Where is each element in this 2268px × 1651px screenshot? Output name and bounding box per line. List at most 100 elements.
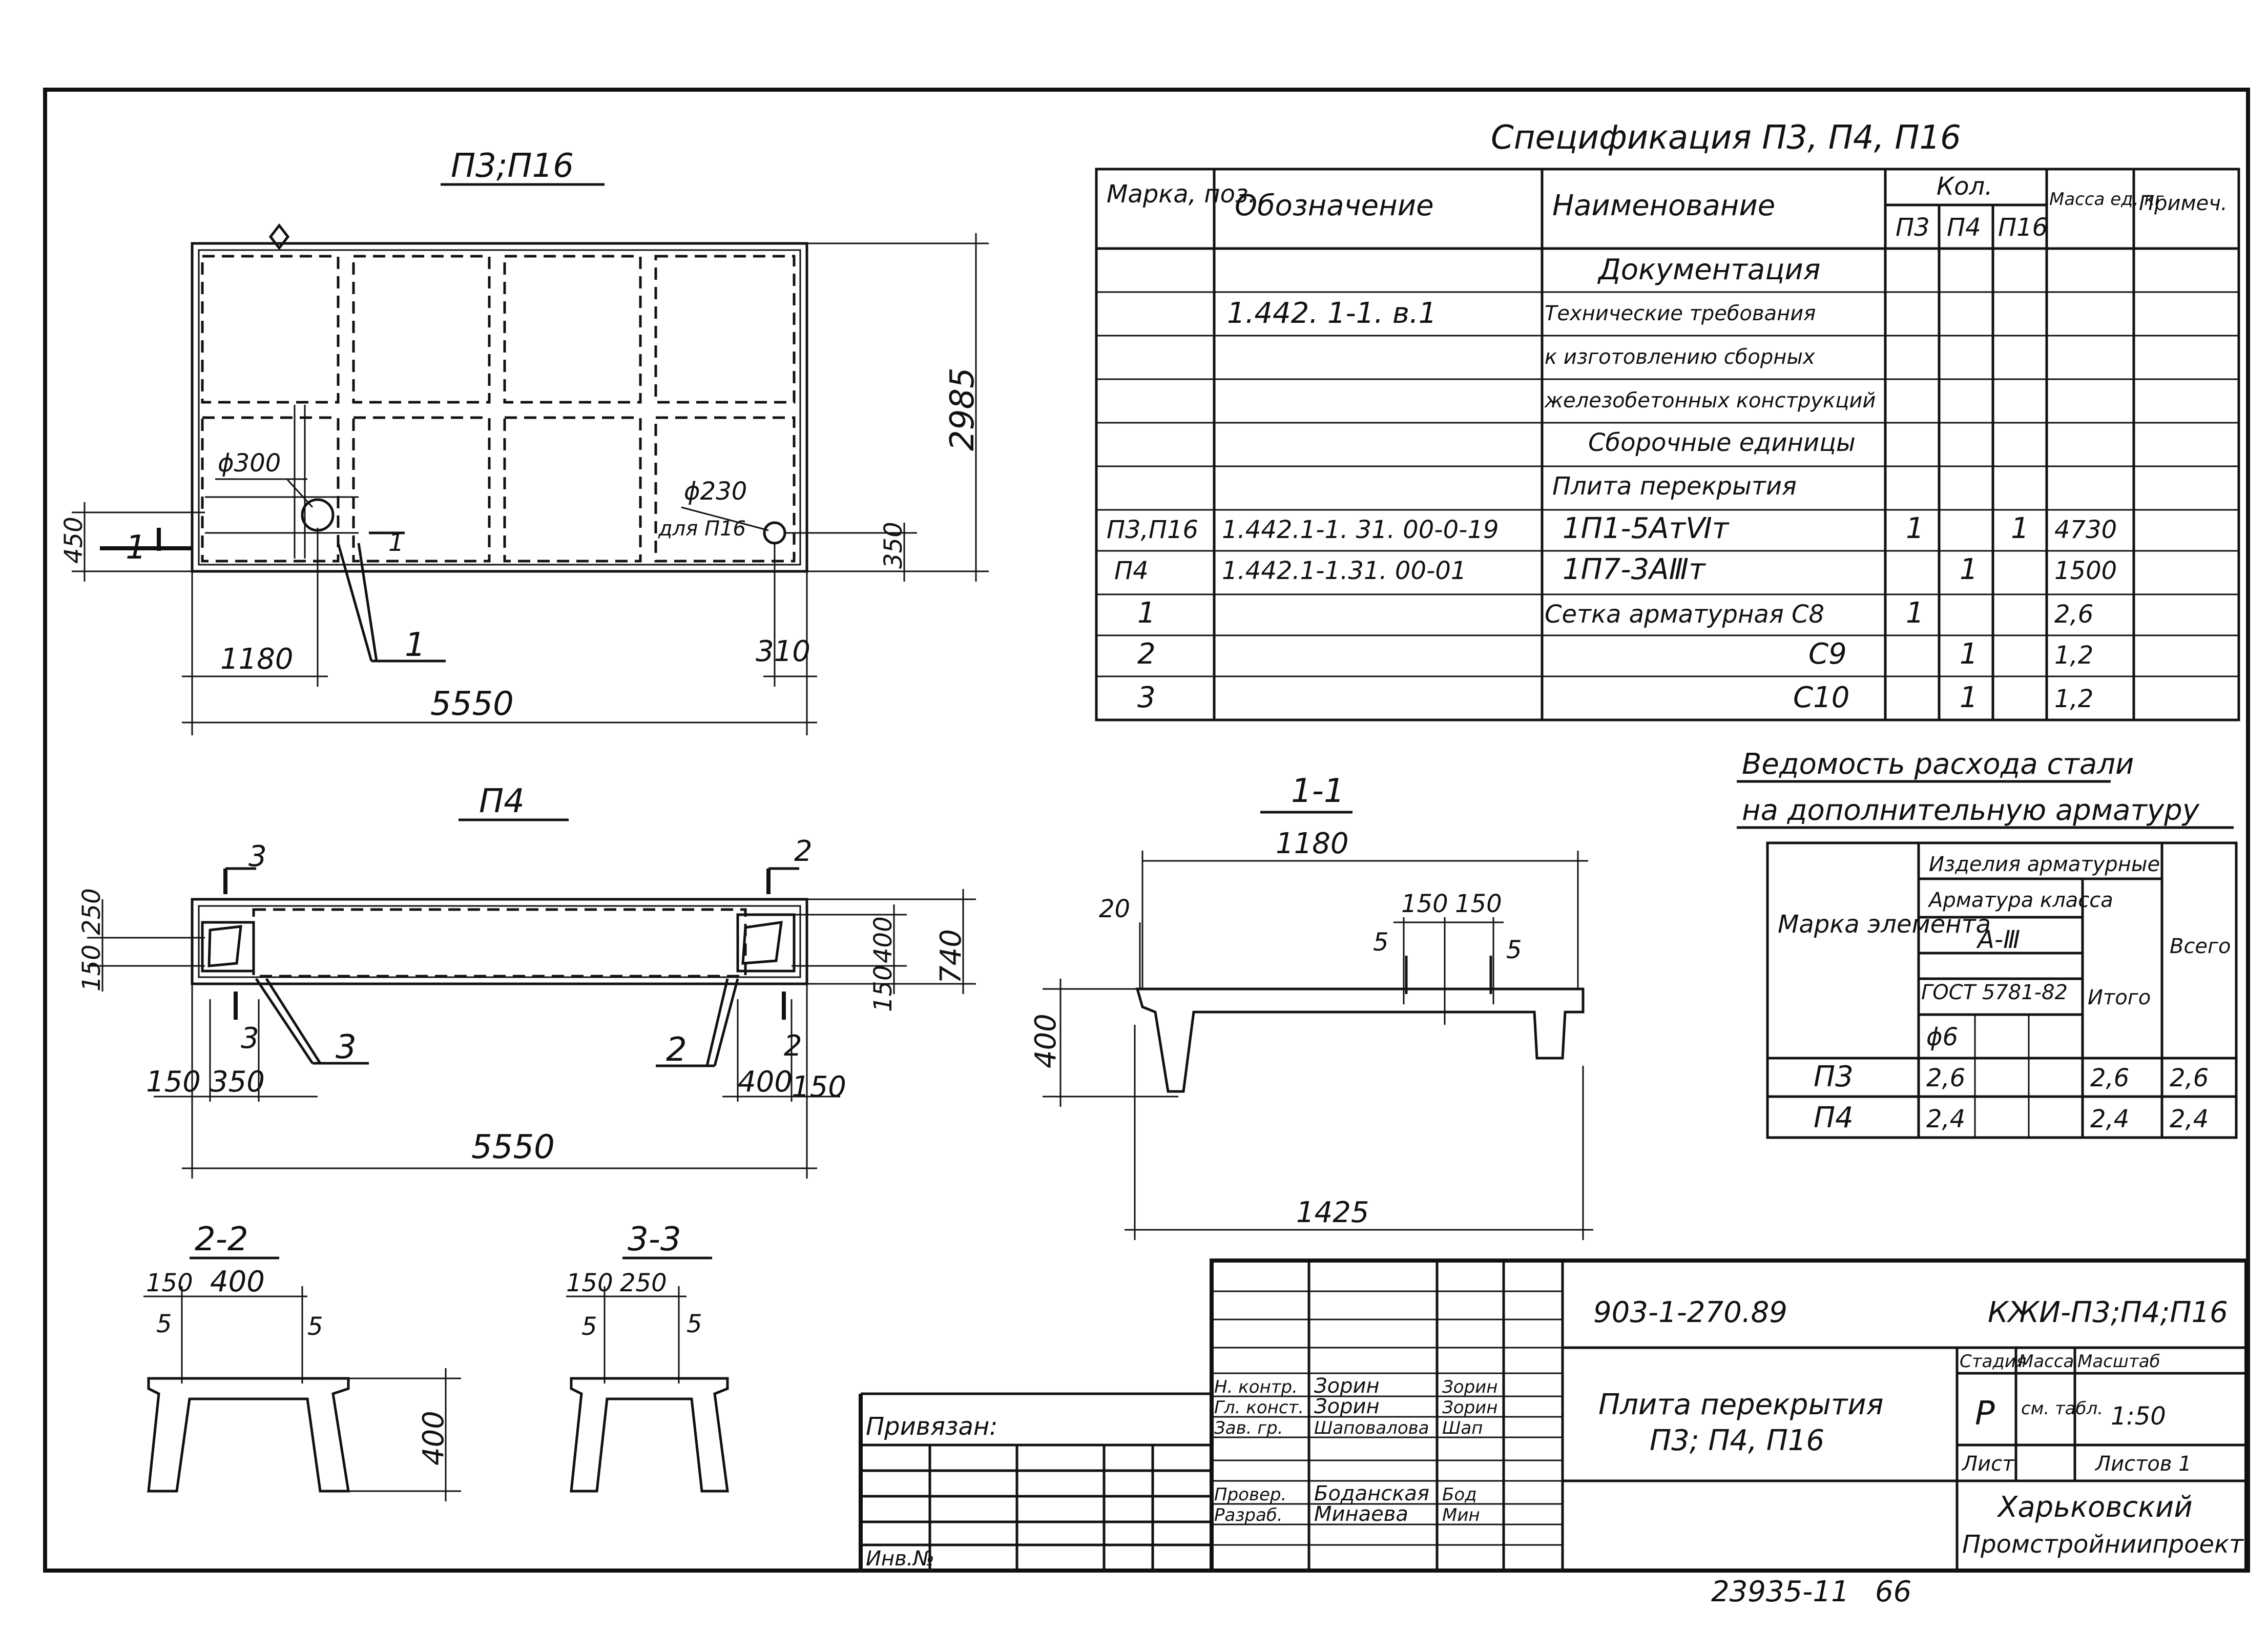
svg-text:740: 740 (934, 929, 968, 984)
svg-text:1500: 1500 (2054, 556, 2117, 585)
svg-text:2: 2 (666, 1031, 687, 1069)
svg-text:903-1-270.89: 903-1-270.89 (1593, 1296, 1787, 1329)
svg-text:П4: П4 (1814, 1101, 1854, 1134)
svg-text:1: 1 (405, 626, 426, 664)
svg-text:5: 5 (581, 1312, 597, 1341)
svg-text:Лист: Лист (1961, 1452, 2015, 1476)
svg-text:Мин: Мин (1442, 1505, 1480, 1525)
svg-text:1.442.1-1. 31. 00-0-19: 1.442.1-1. 31. 00-0-19 (1222, 515, 1499, 544)
plan-p4: П4 3 2 3 2 3 2 740 (77, 782, 976, 1179)
spec-row: П3,П16 1.442.1-1. 31. 00-0-19 1П1-5АтⅥт … (1107, 512, 2117, 545)
svg-text:Шаповалова: Шаповалова (1314, 1418, 1429, 1438)
section-1-1-title: 1-1 (1291, 772, 1345, 810)
svg-text:А-Ⅲ: А-Ⅲ (1976, 925, 2020, 954)
svg-text:2: 2 (1137, 637, 1156, 671)
svg-text:150: 150 (566, 1269, 613, 1297)
svg-text:см. табл.: см. табл. (2021, 1398, 2103, 1419)
svg-text:Плита перекрытия: Плита перекрытия (1598, 1388, 1883, 1421)
svg-text:2985: 2985 (944, 367, 982, 451)
svg-text:5: 5 (1506, 936, 1522, 964)
svg-text:Итого: Итого (2088, 986, 2151, 1009)
svg-text:2,6: 2,6 (2054, 600, 2093, 629)
plan-p4-title: П4 (479, 782, 525, 820)
svg-text:Изделия арматурные: Изделия арматурные (1929, 853, 2160, 876)
signature-row: Гл. конст. Зорин Зорин (1214, 1395, 1498, 1418)
svg-text:П4: П4 (1947, 213, 1981, 242)
svg-text:2,6: 2,6 (1926, 1064, 1965, 1092)
svg-text:Стадия: Стадия (1960, 1351, 2026, 1372)
signature-row: Разраб. Минаева Мин (1214, 1502, 1480, 1526)
section-3-3-title: 3-3 (628, 1221, 681, 1258)
svg-text:1: 1 (388, 528, 404, 557)
svg-text:Масса ед, кг: Масса ед, кг (2049, 189, 2165, 210)
svg-text:Сетка арматурная С8: Сетка арматурная С8 (1545, 600, 1824, 629)
svg-text:П3: П3 (1896, 213, 1930, 242)
svg-text:5: 5 (1373, 928, 1389, 957)
svg-text:Арматура класса: Арматура класса (1927, 889, 2113, 912)
svg-text:150: 150 (146, 1065, 201, 1099)
svg-text:к изготовлению сборных: к изготовлению сборных (1545, 345, 1815, 369)
svg-text:Провер.: Провер. (1214, 1484, 1286, 1505)
svg-text:3: 3 (1137, 681, 1156, 714)
svg-text:150: 150 (792, 1070, 846, 1104)
svg-text:5550: 5550 (430, 685, 514, 723)
svg-text:450: 450 (59, 517, 88, 564)
svg-text:П3: П3 (1814, 1060, 1854, 1093)
svg-text:ГОСТ 5781-82: ГОСТ 5781-82 (1921, 981, 2068, 1004)
section-1-1: 1-1 1180 20 150 150 5 5 400 1425 (1029, 772, 1593, 1240)
svg-text:3: 3 (248, 840, 267, 873)
svg-text:150: 150 (1401, 890, 1448, 918)
svg-text:150: 150 (1455, 890, 1502, 918)
svg-text:3: 3 (336, 1028, 357, 1066)
svg-text:Боданская: Боданская (1314, 1482, 1429, 1505)
svg-text:ϕ6: ϕ6 (1926, 1023, 1958, 1051)
svg-text:4730: 4730 (2054, 515, 2117, 544)
svg-text:310: 310 (756, 635, 810, 668)
title-block: 903-1-270.89 КЖИ-П3;П4;П16 Плита перекры… (859, 1258, 2249, 1573)
spec-row: к изготовлению сборных (1545, 345, 1815, 369)
svg-text:5: 5 (307, 1312, 323, 1341)
svg-text:1,2: 1,2 (2054, 641, 2093, 670)
svg-text:400: 400 (1029, 1014, 1063, 1068)
svg-text:1: 1 (1137, 596, 1156, 630)
svg-text:400: 400 (869, 916, 898, 963)
spec-row: Сборочные единицы (1588, 428, 1856, 457)
svg-text:250: 250 (620, 1269, 667, 1297)
svg-text:5550: 5550 (471, 1128, 555, 1166)
spec-row: Плита перекрытия (1552, 472, 1797, 501)
svg-text:400: 400 (417, 1411, 450, 1466)
svg-text:Разраб.: Разраб. (1214, 1505, 1283, 1525)
svg-text:КЖИ-П3;П4;П16: КЖИ-П3;П4;П16 (1988, 1296, 2228, 1329)
svg-text:Наименование: Наименование (1552, 189, 1775, 222)
svg-text:Зав. гр.: Зав. гр. (1214, 1418, 1283, 1438)
spec-row: 1.442. 1-1. в.1 Технические требования (1227, 297, 1816, 330)
svg-text:2,6: 2,6 (2170, 1064, 2209, 1092)
section-2-2: 2-2 150 400 5 5 400 (143, 1221, 461, 1501)
svg-text:Сборочные единицы: Сборочные единицы (1588, 428, 1856, 457)
steel-row: П3 2,6 2,6 2,6 (1814, 1060, 2209, 1093)
svg-text:1,2: 1,2 (2054, 685, 2093, 713)
svg-text:1180: 1180 (1276, 827, 1349, 860)
svg-text:ϕ300: ϕ300 (218, 449, 281, 478)
svg-text:Технические требования: Технические требования (1545, 302, 1816, 325)
svg-text:1: 1 (1960, 681, 1978, 714)
svg-text:Р: Р (1975, 1395, 1995, 1433)
svg-text:Зорин: Зорин (1314, 1374, 1380, 1398)
svg-text:2,4: 2,4 (2170, 1105, 2209, 1133)
svg-text:Зорин: Зорин (1442, 1377, 1498, 1397)
svg-text:Листов 1: Листов 1 (2094, 1452, 2192, 1476)
steel-title-1: Ведомость расхода стали (1742, 748, 2134, 781)
svg-text:1.442.1-1.31. 00-01: 1.442.1-1.31. 00-01 (1222, 556, 1466, 585)
svg-text:1: 1 (2011, 512, 2029, 545)
steel-row: П4 2,4 2,4 2,4 (1814, 1101, 2209, 1134)
plan-p3-title: П3;П16 (451, 147, 574, 185)
svg-text:Шап: Шап (1442, 1418, 1483, 1438)
svg-text:Привязан:: Привязан: (866, 1412, 997, 1441)
plan-p3-p16: П3;П16 ϕ300 ϕ230 для П16 1 1 (59, 147, 989, 735)
sheet-frame (43, 88, 2250, 1573)
specification-table: Спецификация П3, П4, П16 Марка, поз. Обо… (1095, 119, 2240, 721)
section-2-2-title: 2-2 (195, 1221, 248, 1258)
svg-text:С9: С9 (1808, 637, 1847, 671)
spec-title: Спецификация П3, П4, П16 (1491, 119, 1961, 157)
